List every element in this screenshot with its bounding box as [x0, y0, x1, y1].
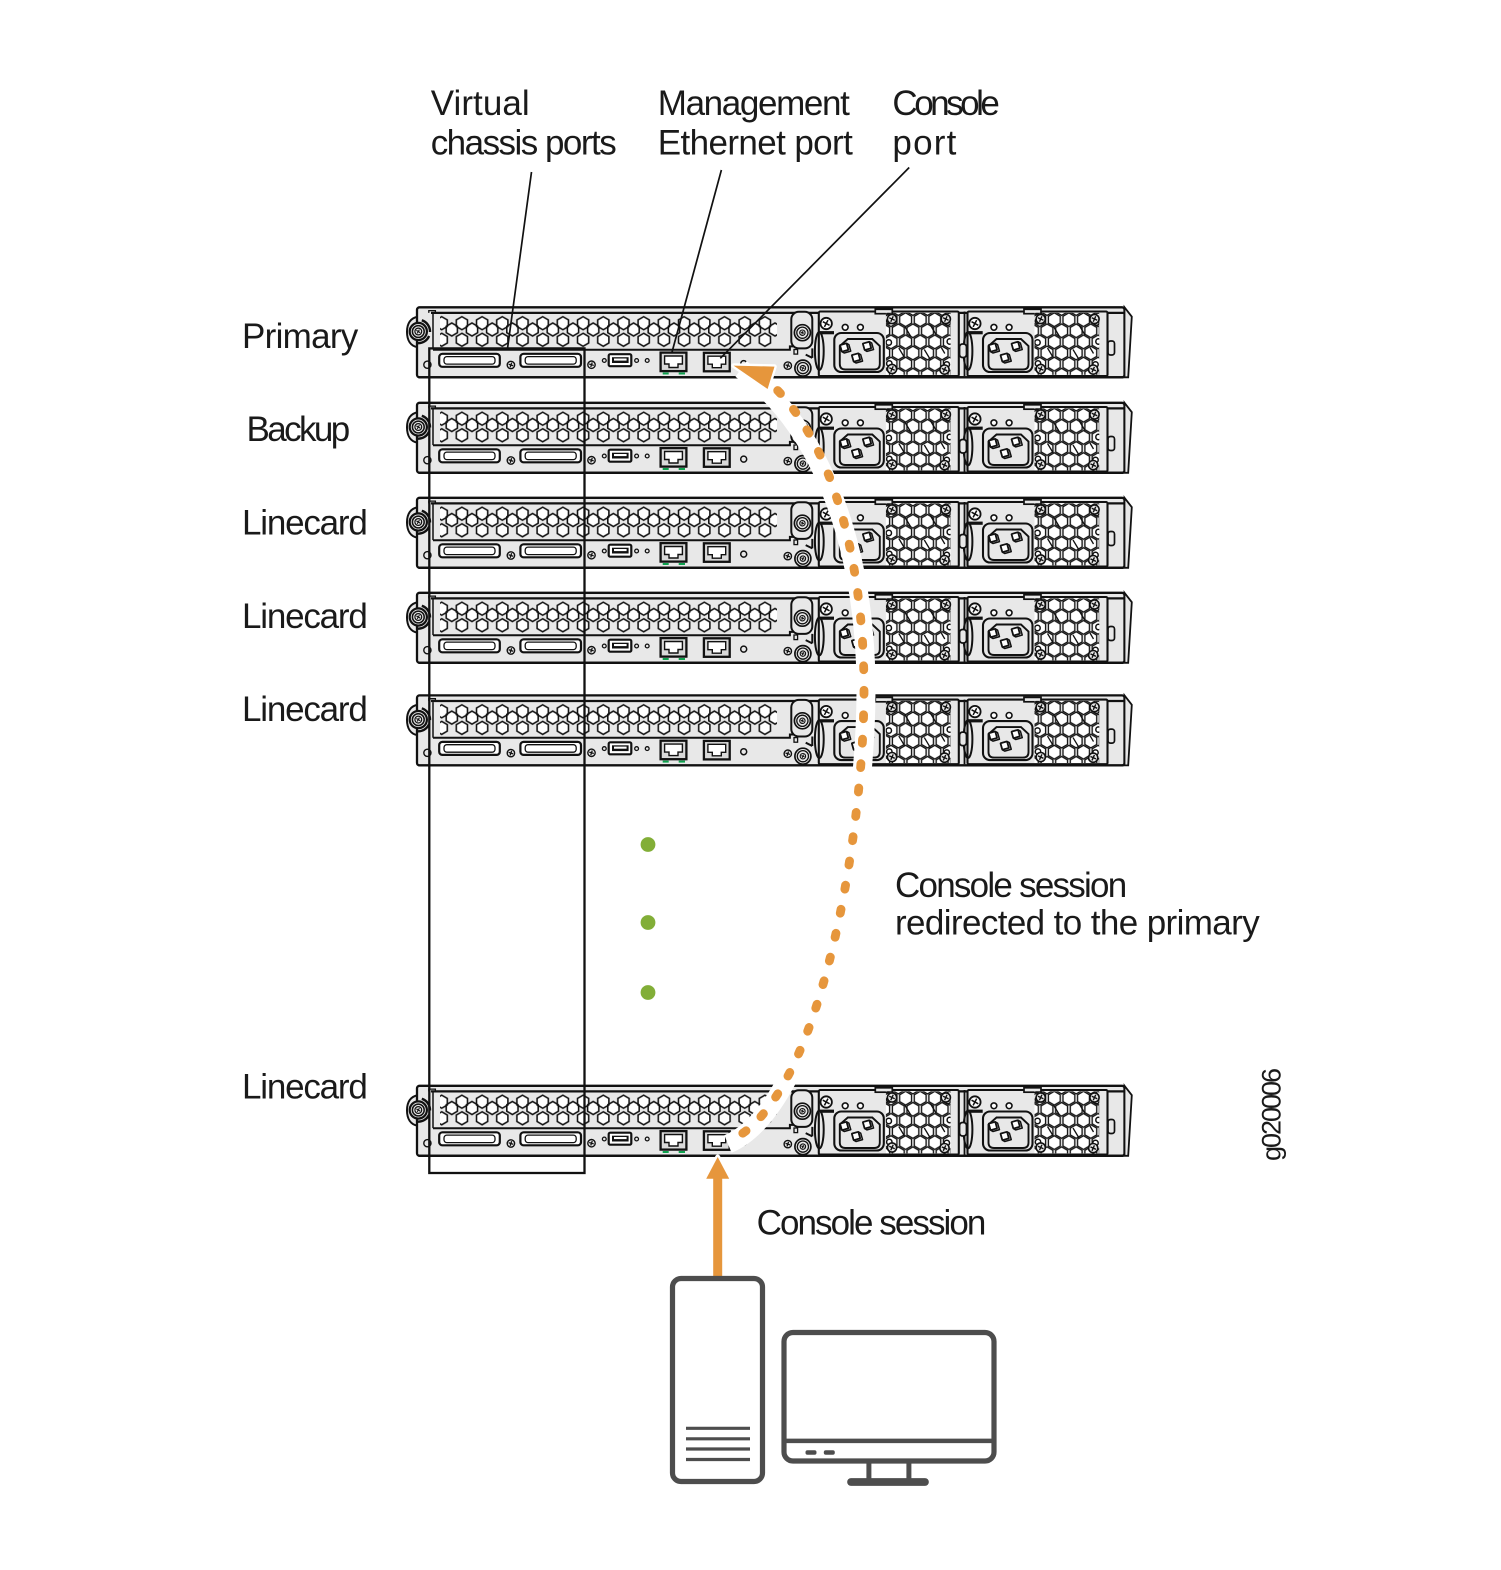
svg-text:Ethernet port: Ethernet port: [658, 124, 853, 163]
svg-text:Console: Console: [892, 84, 1000, 123]
svg-text:Management: Management: [658, 84, 850, 123]
svg-text:chassis ports: chassis ports: [431, 124, 617, 163]
svg-text:Primary: Primary: [242, 317, 359, 356]
svg-text:Virtual: Virtual: [431, 84, 530, 123]
svg-text:Backup: Backup: [247, 410, 351, 449]
svg-text:Linecard: Linecard: [242, 597, 368, 636]
svg-text:g020006: g020006: [1257, 1068, 1287, 1161]
svg-text:Linecard: Linecard: [242, 690, 368, 729]
svg-text:Console session: Console session: [895, 866, 1127, 905]
svg-text:Linecard: Linecard: [242, 1067, 368, 1106]
svg-text:Linecard: Linecard: [242, 503, 368, 542]
svg-text:port: port: [892, 124, 956, 163]
svg-text:redirected to the primary: redirected to the primary: [895, 904, 1260, 943]
svg-text:Console session: Console session: [757, 1204, 987, 1243]
